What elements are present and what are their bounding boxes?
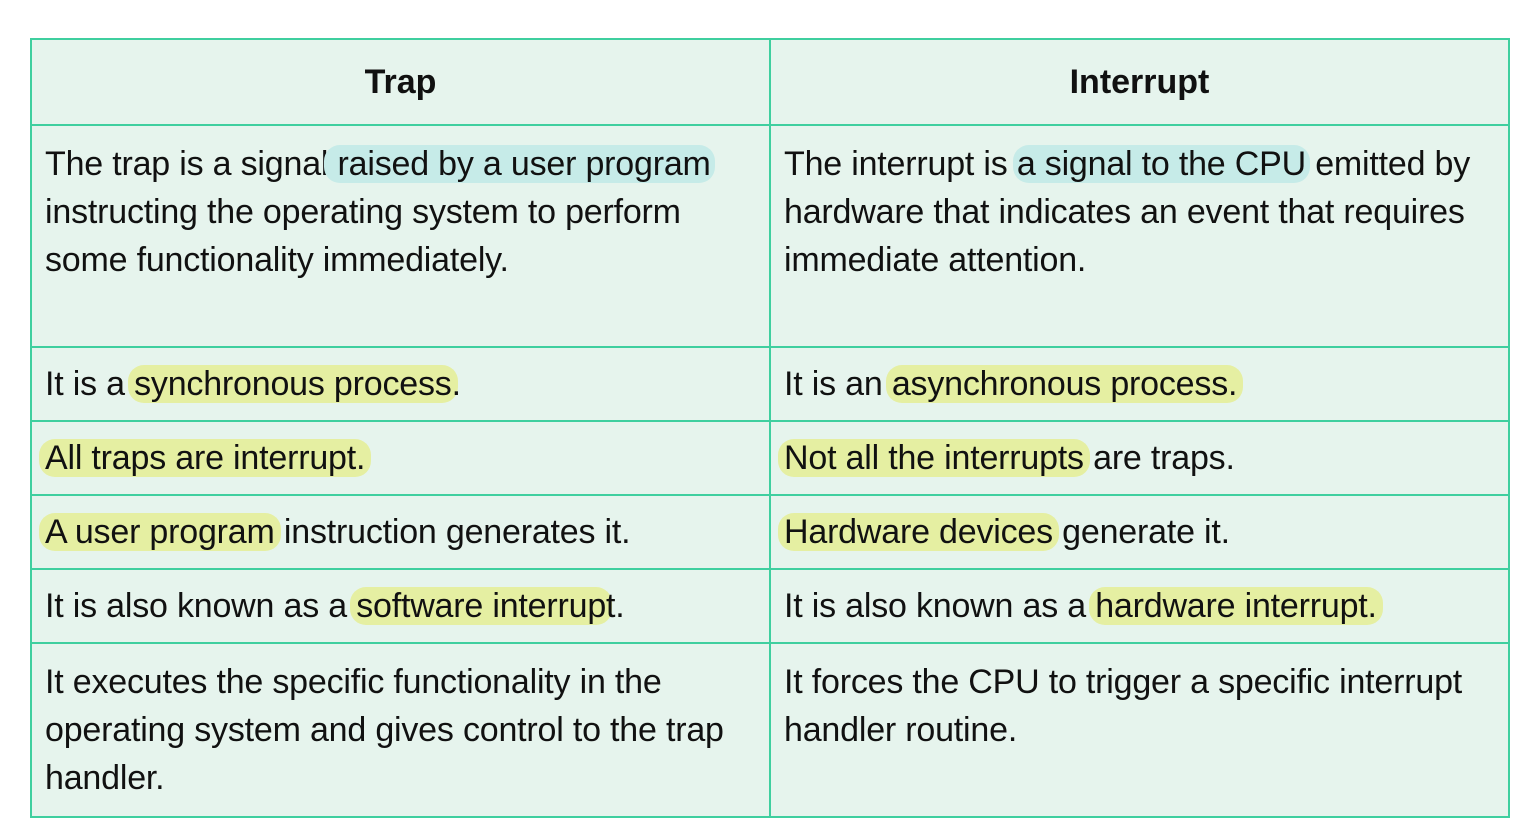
- trap-source-highlight: A user program: [39, 513, 281, 551]
- trap-behavior-text: It executes the specific functionality i…: [45, 663, 724, 797]
- table-row-behavior: It executes the specific functionality i…: [30, 642, 1510, 818]
- trap-relation-highlight: All traps are interrupt.: [39, 439, 372, 477]
- trap-definition-rest: instructing the operating system to perf…: [45, 193, 681, 279]
- interrupt-definition-rest: emitted by hardware that indicates an ev…: [784, 145, 1471, 279]
- table-row-source: A user program instruction generates it.…: [30, 494, 1510, 570]
- header-row: Trap Interrupt: [30, 38, 1510, 126]
- interrupt-behavior-cell: It forces the CPU to trigger a specific …: [769, 642, 1510, 818]
- trap-relation-cell: All traps are interrupt.: [30, 420, 771, 496]
- trap-vs-interrupt-table: Trap Interrupt The trap is a signal rais…: [30, 38, 1510, 818]
- interrupt-relation-cell: Not all the interrupts are traps.: [769, 420, 1510, 496]
- interrupt-source-cell: Hardware devices generate it.: [769, 494, 1510, 570]
- interrupt-relation-highlight: Not all the interrupts: [778, 439, 1090, 477]
- interrupt-relation-rest: are traps.: [1083, 439, 1235, 477]
- trap-alias-rest: t.: [606, 587, 625, 625]
- interrupt-synchrony-highlight: asynchronous process.: [885, 365, 1244, 403]
- trap-source-rest: instruction generates it.: [274, 513, 631, 551]
- interrupt-definition-cell: The interrupt is a signal to the CPU emi…: [769, 124, 1510, 348]
- trap-definition-cell: The trap is a signal raised by a user pr…: [30, 124, 771, 348]
- interrupt-alias-text: It is also known as a: [784, 587, 1096, 625]
- trap-alias-cell: It is also known as a software interrupt…: [30, 568, 771, 644]
- interrupt-source-highlight: Hardware devices: [778, 513, 1059, 551]
- trap-synchrony-highlight: synchronous process: [128, 365, 458, 403]
- trap-source-cell: A user program instruction generates it.: [30, 494, 771, 570]
- interrupt-behavior-text: It forces the CPU to trigger a specific …: [784, 663, 1463, 749]
- trap-alias-highlight: software interrup: [350, 587, 613, 625]
- header-trap: Trap: [30, 38, 771, 126]
- interrupt-definition-text: The interrupt is: [784, 145, 1017, 183]
- interrupt-synchrony-cell: It is an asynchronous process.: [769, 346, 1510, 422]
- interrupt-alias-cell: It is also known as a hardware interrupt…: [769, 568, 1510, 644]
- trap-synchrony-cell: It is a synchronous process.: [30, 346, 771, 422]
- table-row-definition: The trap is a signal raised by a user pr…: [30, 124, 1510, 348]
- trap-alias-text: It is also known as a: [45, 587, 357, 625]
- interrupt-alias-highlight: hardware interrupt.: [1089, 587, 1383, 625]
- trap-synchrony-text: It is a: [45, 365, 135, 403]
- table-row-relation: All traps are interrupt. Not all the int…: [30, 420, 1510, 496]
- trap-definition-text: The trap is a signal: [45, 145, 329, 183]
- interrupt-synchrony-text: It is an: [784, 365, 892, 403]
- table-row-alias: It is also known as a software interrupt…: [30, 568, 1510, 644]
- trap-behavior-cell: It executes the specific functionality i…: [30, 642, 771, 818]
- interrupt-definition-highlight: a signal to the CPU: [1012, 145, 1310, 183]
- trap-synchrony-rest: .: [451, 365, 461, 403]
- table-row-synchrony: It is a synchronous process. It is an as…: [30, 346, 1510, 422]
- header-interrupt: Interrupt: [769, 38, 1510, 126]
- interrupt-source-rest: generate it.: [1052, 513, 1230, 551]
- trap-definition-highlight: raised by a user program: [324, 145, 715, 183]
